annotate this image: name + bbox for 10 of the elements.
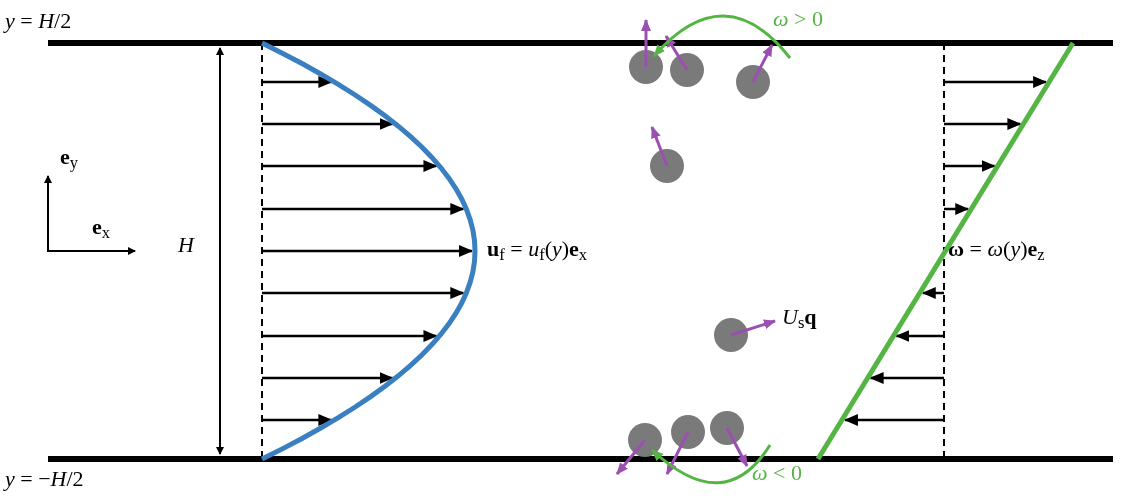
- math-label: y = −H/2: [5, 466, 84, 492]
- math-label: y = H/2: [5, 8, 72, 34]
- math-label: ω > 0: [773, 6, 823, 32]
- math-label: e$_{x}$: [92, 214, 110, 240]
- math-label: U$_{s}$q: [782, 304, 817, 330]
- math-label: u$_{f}$ = u$_{f}$(y)e$_{x}$: [487, 236, 588, 262]
- math-label: ω = ω(y)e$_{z}$: [948, 236, 1045, 262]
- math-label: H: [178, 232, 194, 258]
- math-label: e$_{y}$: [60, 144, 78, 170]
- math-label: ω < 0: [752, 460, 802, 486]
